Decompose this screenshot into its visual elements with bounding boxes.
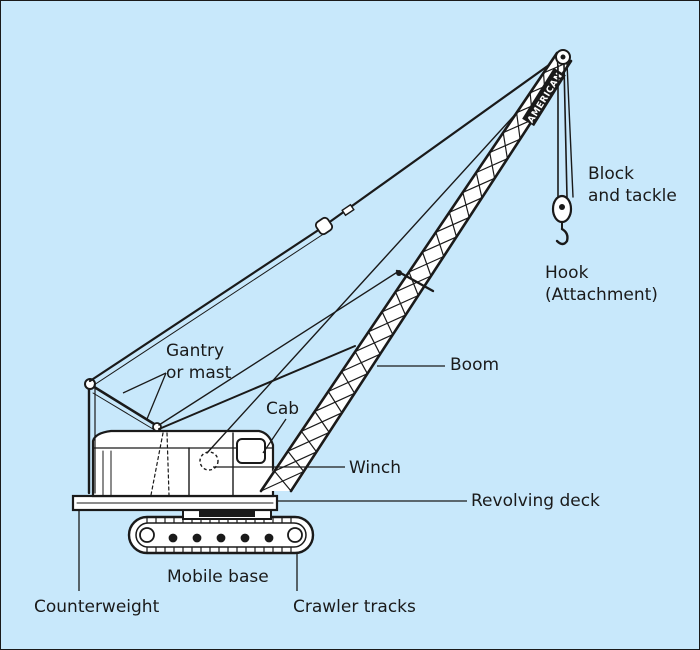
boom-lattice-brace — [354, 351, 368, 374]
boom-lattice-brace — [341, 371, 356, 394]
pendant-lines — [88, 53, 565, 386]
boom-lattice-brace — [502, 132, 508, 159]
label-hook: Hook (Attachment) — [545, 263, 658, 305]
cab-window — [236, 438, 266, 464]
label-winch: Winch — [349, 458, 402, 478]
label-cab: Cab — [266, 399, 300, 419]
machinery-house — [91, 429, 275, 498]
track-wheel — [264, 533, 274, 543]
track-wheel — [168, 533, 178, 543]
boom: AMERICAN — [259, 49, 573, 493]
hook-icon — [555, 221, 569, 246]
boom-lattice-brace — [327, 391, 343, 414]
boom-lattice-brace — [421, 251, 432, 277]
label-block-and-tackle: Block and tackle — [588, 164, 677, 206]
boom-lattice-brace — [274, 470, 292, 492]
track-wheel — [287, 527, 303, 543]
track-wheel — [216, 533, 226, 543]
leader-lines — [78, 365, 467, 591]
boom-lattice-brace — [435, 232, 445, 257]
revolving-deck — [71, 494, 279, 512]
label-mobile-base: Mobile base — [167, 567, 269, 587]
boom-lattice-brace — [516, 112, 521, 140]
gantry-mast — [84, 378, 162, 495]
winch-drum — [199, 451, 219, 471]
boom-lattice-brace — [462, 192, 470, 218]
label-counterweight: Counterweight — [34, 597, 160, 617]
boom-lattice-brace — [314, 411, 330, 433]
boom-lattice-brace — [408, 271, 419, 296]
track-wheel — [192, 533, 202, 543]
label-revolving-deck: Revolving deck — [471, 491, 600, 511]
label-boom: Boom — [450, 355, 500, 375]
track-wheel — [240, 533, 250, 543]
boom-lattice-brace — [381, 311, 394, 335]
boom-lattice-brace — [394, 291, 407, 316]
boom-lattice-brace — [368, 331, 381, 355]
label-crawler-tracks: Crawler tracks — [293, 597, 416, 617]
boom-lattice-brace — [448, 212, 458, 238]
boom-lattice-brace — [475, 172, 483, 198]
crawler-tracks — [127, 515, 315, 555]
boom-lattice-brace — [300, 430, 317, 453]
hoist-lines — [158, 74, 552, 454]
boom-lattice-brace — [287, 450, 305, 472]
boom-lattice-brace — [489, 152, 496, 179]
track-wheel — [139, 527, 155, 543]
block-and-tackle — [551, 62, 574, 224]
label-gantry: Gantry or mast — [166, 341, 232, 383]
